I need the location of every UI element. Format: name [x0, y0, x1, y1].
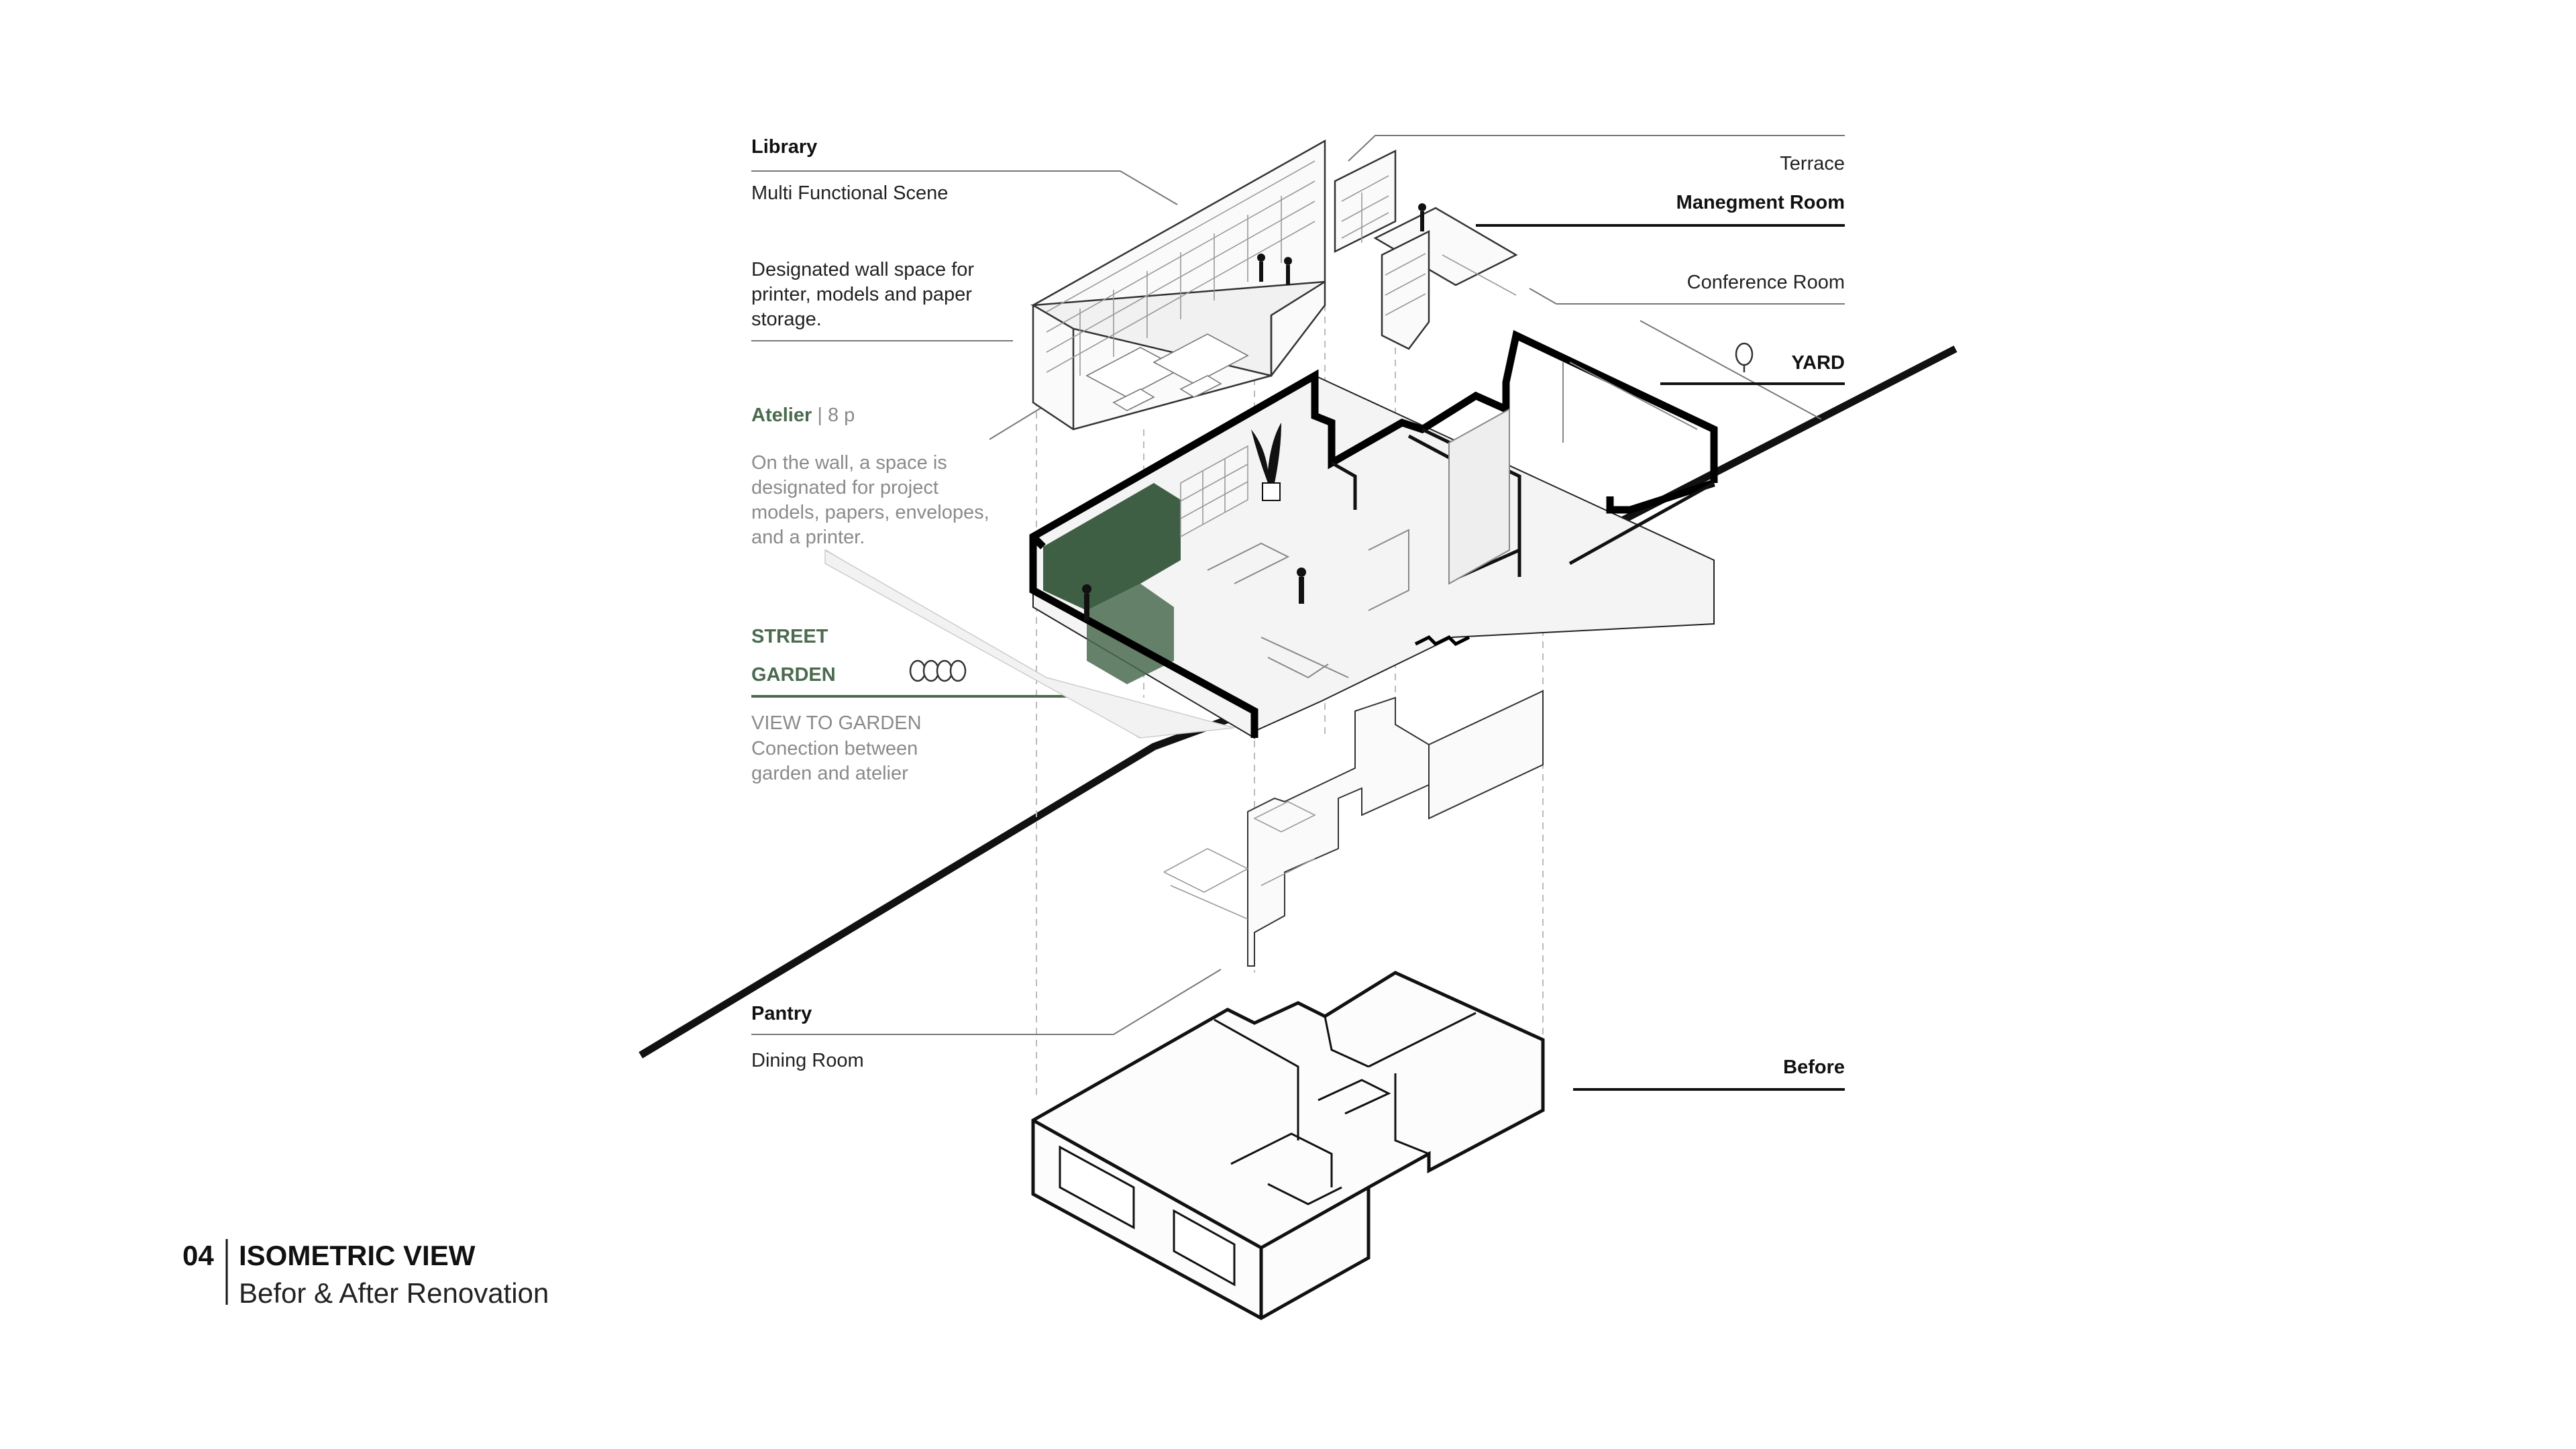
entry-stairs [1414, 635, 1470, 647]
before-label: Before [1783, 1057, 1845, 1078]
atelier-green-wall [1043, 483, 1181, 610]
main-interior-lines [1207, 362, 1698, 679]
pantry-details [1163, 801, 1316, 920]
garden-trees-icon [909, 659, 967, 682]
management-block [1334, 149, 1518, 350]
caption-title: ISOMETRIC VIEW [239, 1240, 476, 1271]
person-figures [1082, 203, 1426, 621]
garden-description: Conection between garden and atelier [751, 738, 918, 784]
atelier-label: Atelier [751, 405, 812, 426]
conference-room-label: Conference Room [1686, 272, 1845, 293]
before-interior [1214, 1012, 1477, 1205]
garden-hatch [824, 549, 1235, 739]
caption-subtitle: Befor & After Renovation [239, 1277, 549, 1309]
atelier-description: On the wall, a space is designated for p… [751, 452, 989, 548]
view-to-garden-label: VIEW TO GARDEN [751, 712, 922, 734]
atelier-capacity: 8 p [827, 405, 855, 426]
before-windows [1059, 1145, 1236, 1287]
atelier-separator: | [817, 405, 822, 426]
before-block [1031, 971, 1545, 1320]
library-desks [1085, 333, 1249, 411]
label-underlines [751, 224, 1845, 1091]
main-walls [1029, 330, 1718, 738]
management-details [1341, 175, 1517, 316]
caption-number: 04 [182, 1240, 214, 1271]
multi-functional-scene-label: Multi Functional Scene [751, 182, 949, 204]
atelier-shelf [1180, 445, 1248, 538]
library-block [1030, 139, 1326, 431]
wall-space-description: Designated wall space for printer, model… [751, 259, 975, 330]
library-label: Library [751, 136, 818, 158]
yard-label: YARD [1791, 352, 1845, 374]
library-shelves [1046, 160, 1316, 376]
terrace-label: Terrace [1780, 153, 1845, 174]
pantry-block [1247, 690, 1544, 967]
dining-room-label: Dining Room [751, 1050, 864, 1071]
street-label: STREET [751, 626, 828, 647]
management-room-label: Manegment Room [1676, 192, 1845, 213]
yard-tree-icon [1735, 342, 1754, 372]
atelier-heading: Atelier | 8 p [751, 405, 855, 427]
pantry-label: Pantry [751, 1003, 812, 1024]
garden-label: GARDEN [751, 664, 836, 686]
plant-icon [1251, 423, 1281, 501]
